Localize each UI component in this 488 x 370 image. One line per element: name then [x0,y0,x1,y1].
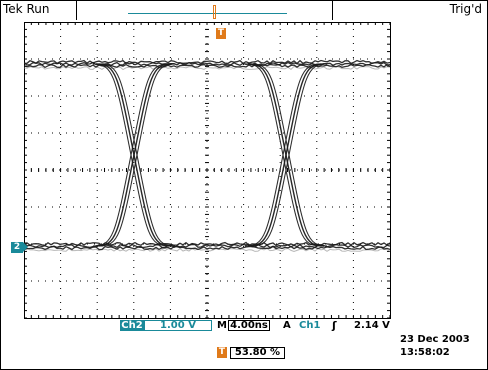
eye-high-rail-shadow [24,65,391,71]
eye-transition [95,63,173,247]
time: 13:58:02 [400,347,450,358]
channel-ground-marker-icon: 2 [11,242,28,253]
eye-transition [98,63,176,247]
timebase-prefix: M [217,320,227,331]
eye-low-rail [24,241,391,247]
run-status: Tek Run [3,2,50,16]
date: 23 Dec 2003 [400,334,470,345]
eye-low-rail [24,245,391,251]
eye-transition [92,63,170,247]
record-view-window [213,5,216,19]
eye-transition [250,63,328,247]
eye-transition [244,63,322,247]
trigger-slope-icon[interactable]: ʃ [332,319,337,332]
eye-transition [247,63,325,247]
timebase-value[interactable]: 4.00ns [228,320,270,331]
eye-low-rail [24,243,391,249]
trigger-source[interactable]: Ch1 [299,320,321,331]
status-bar: Tek Run Trig'd [0,0,488,22]
eye-low-rail-shadow [24,247,391,253]
trigger-status: Trig'd [449,2,482,16]
channel-scale[interactable]: 1.00 V [144,320,212,331]
status-separator-right [332,0,333,20]
trigger-position-icon: T [216,28,226,39]
trigger-position-readout-icon: T [217,347,227,358]
status-separator-left [76,0,77,20]
channel-label[interactable]: Ch2 [120,320,144,331]
trigger-level[interactable]: 2.14 V [354,320,390,331]
graticule [24,22,391,319]
eye-high-rail [24,59,391,65]
eye-high-rail [24,63,391,69]
trigger-position-value[interactable]: 53.80 % [230,347,285,359]
trigger-mode: A [283,320,291,331]
eye-diagram-trace [24,59,391,251]
record-length-bar [128,13,287,14]
eye-high-rail [24,61,391,67]
